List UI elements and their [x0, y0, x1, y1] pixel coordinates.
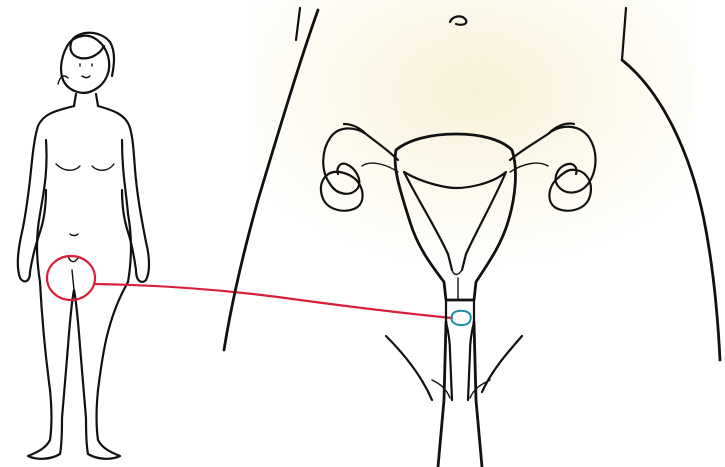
figure-head	[61, 36, 109, 93]
pelvis-highlight-circle	[47, 256, 95, 300]
figure-legs	[28, 282, 128, 459]
vagina	[438, 322, 482, 467]
figure-navel	[70, 234, 78, 236]
closeup-skin-tint	[255, 0, 695, 300]
full-body-figure	[18, 33, 149, 459]
figure-face	[80, 64, 92, 78]
figure-left-side	[18, 106, 74, 281]
cervix-highlight-marker	[451, 311, 470, 325]
figure-right-side	[98, 106, 149, 282]
